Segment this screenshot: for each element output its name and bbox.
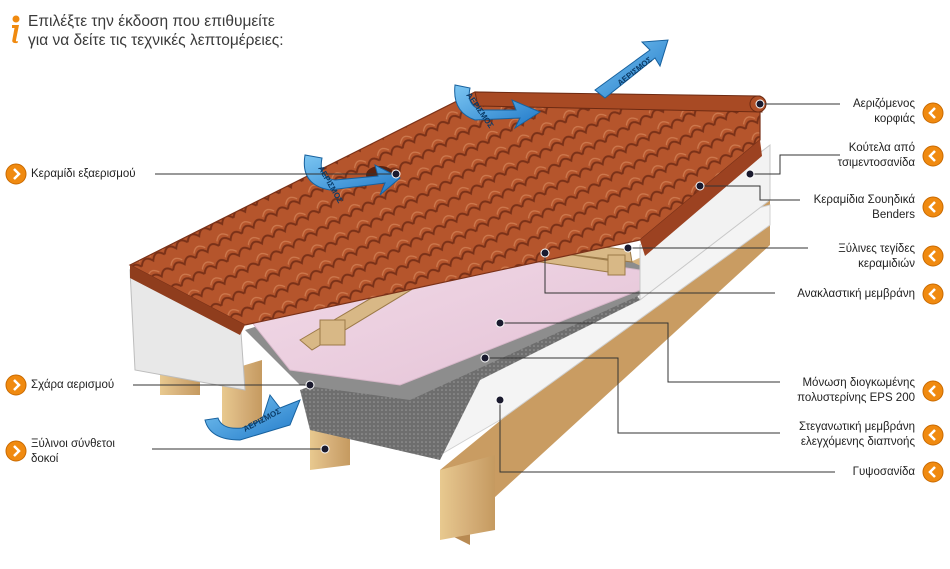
label-line-1: Αεριζόμενος: [852, 98, 915, 110]
label-eps-insulation: Μόνωση διογκωμένης πολυστερίνης EPS 200: [797, 376, 915, 406]
label-tile-battens: Ξύλινες τεγίδες κεραμιδιών: [838, 242, 915, 272]
label-ventilated-ridge: Αεριζόμενος κορφιάς: [853, 97, 915, 127]
label-ventilation-grid: Σχάρα αερισμού: [31, 379, 115, 391]
label-line-2: κεραμιδιών: [858, 258, 915, 270]
chevron-left-icon[interactable]: [922, 461, 944, 483]
chevron-left-icon[interactable]: [922, 196, 944, 218]
roof-tiles: [128, 91, 767, 335]
label-composite-beams: Ξύλινοι σύνθετοι δοκοί: [31, 437, 115, 467]
info-icon: [12, 15, 20, 44]
airflow-arrows: ΑΕΡΙΣΜΟΣ ΑΕΡΙΣΜΟΣ ΑΕΡΙΣΜΟΣ ΑΕΡΙΣΜΟΣ: [204, 39, 669, 441]
label-ventilation-tile: Κεραμίδι εξαερισμού: [31, 168, 136, 180]
chevron-right-icon[interactable]: [5, 440, 27, 462]
chevron-left-icon[interactable]: [922, 145, 944, 167]
airflow-arrow-top: ΑΕΡΙΣΜΟΣ: [594, 39, 669, 99]
label-line-1: Στεγανωτική μεμβράνη: [799, 421, 915, 433]
label-line-2: ελεγχόμενης διαπνοής: [800, 436, 915, 448]
label-line-1: Ξύλινες τεγίδες: [838, 243, 915, 255]
chevron-left-icon[interactable]: [922, 245, 944, 267]
chevron-right-icon[interactable]: [5, 163, 27, 185]
chevron-left-icon[interactable]: [922, 102, 944, 124]
label-swedish-tiles: Κεραμίδια Σουηδικά Benders: [814, 193, 915, 223]
label-line-2: πολυστερίνης EPS 200: [797, 392, 915, 404]
instruction-header: Επιλέξτε την έκδοση που επιθυμείτε για ν…: [6, 10, 366, 54]
instruction-text: Επιλέξτε την έκδοση που επιθυμείτε για ν…: [28, 12, 284, 50]
label-waterproof-membrane: Στεγανωτική μεμβράνη ελεγχόμενης διαπνοή…: [799, 420, 915, 450]
label-gypsum-board: Γυψοσανίδα: [852, 466, 915, 478]
label-fascia: Κούτελα από τσιμεντοσανίδα: [838, 141, 915, 171]
label-line-2: δοκοί: [31, 453, 59, 465]
label-reflective-membrane: Ανακλαστική μεμβράνη: [797, 288, 915, 300]
instruction-line-1: Επιλέξτε την έκδοση που επιθυμείτε: [28, 13, 275, 30]
chevron-left-icon[interactable]: [922, 380, 944, 402]
label-line-1: Κεραμίδια Σουηδικά: [813, 194, 915, 206]
label-line-2: τσιμεντοσανίδα: [837, 157, 915, 169]
leader-dots: [305, 99, 765, 454]
leader-lines: [133, 103, 840, 473]
label-line-2: κορφιάς: [874, 113, 915, 125]
label-line-2: Benders: [872, 209, 915, 221]
label-line-1: Μόνωση διογκωμένης: [802, 377, 915, 389]
instruction-line-2: για να δείτε τις τεχνικές λεπτομέρειες:: [28, 32, 284, 49]
label-line-1: Ξύλινοι σύνθετοι: [31, 438, 115, 450]
chevron-right-icon[interactable]: [5, 374, 27, 396]
chevron-left-icon[interactable]: [922, 424, 944, 446]
label-line-1: Κούτελα από: [848, 142, 915, 154]
chevron-left-icon[interactable]: [922, 283, 944, 305]
